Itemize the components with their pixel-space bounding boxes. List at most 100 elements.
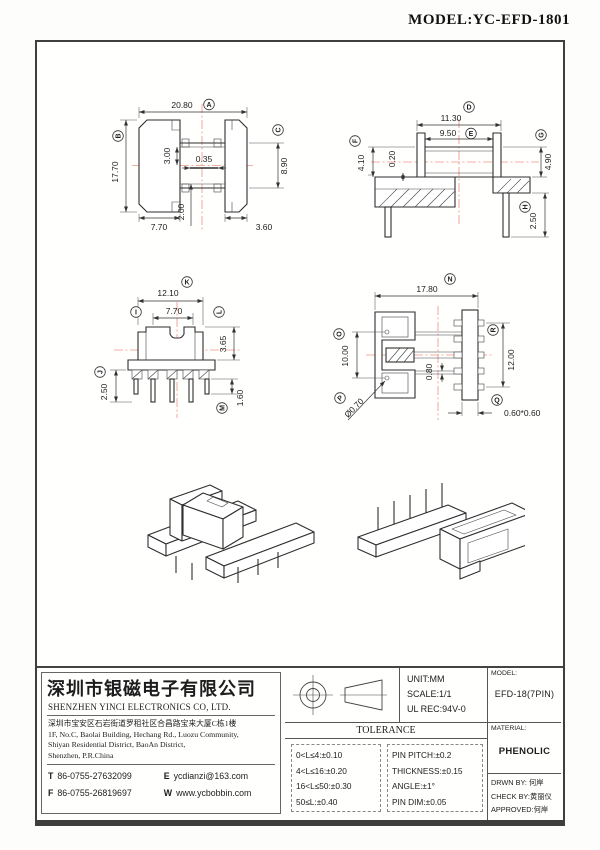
tol-row: 16<L≤50:±0.30	[296, 781, 352, 791]
svg-text:I: I	[135, 310, 137, 317]
ref-g: G	[535, 129, 547, 141]
dim-text: 0.20	[387, 150, 397, 167]
material-label: MATERIAL:	[491, 725, 527, 732]
drwn-label: DRWN BY:	[491, 778, 527, 787]
approved-label: APPROVED:	[491, 805, 534, 814]
tol-row: 4<L≤16:±0.20	[296, 765, 347, 776]
dim-body-height: 4.90 G	[503, 129, 553, 178]
dim-text: 20.80	[171, 100, 193, 110]
iso2-body	[357, 483, 525, 580]
approved-value: 何岸	[533, 805, 549, 814]
unit-text: UNIT:MM	[407, 674, 445, 684]
dim-text: 3.00	[162, 147, 172, 164]
signature-cell: DRWN BY: 何岸 CHECK BY:黄丽仪 APPROVED:何岸	[487, 773, 561, 820]
web-label: W	[163, 788, 173, 798]
ref-p: P	[334, 392, 346, 404]
dim-text: 7.70	[166, 306, 183, 316]
address-en-1: 1F, No.C, Baolai Building, Hechang Rd., …	[48, 729, 239, 739]
address-en-2: Shiyan Residential District, BaoAn Distr…	[48, 740, 186, 749]
dim-overall-width: 20.80 A	[138, 98, 248, 118]
svg-text:G: G	[539, 132, 546, 138]
dim-text: 9.50	[440, 128, 457, 138]
email-value: ycdianzi@163.com	[173, 771, 249, 781]
svg-text:J: J	[98, 370, 105, 374]
dim-flange-left: 7.70	[138, 214, 181, 232]
tol-row: THICKNESS:±0.15	[392, 765, 463, 776]
svg-text:M: M	[220, 405, 227, 411]
dim-height: 4.10 F	[349, 135, 415, 177]
svg-text:F: F	[353, 138, 360, 143]
svg-text:O: O	[337, 331, 344, 337]
dim-text: 17.70	[110, 161, 120, 183]
side-view-drawing: 11.30 D 9.50 E 4.10 F	[349, 101, 553, 238]
ref-k: K	[181, 276, 193, 288]
check-value: 黄丽仪	[529, 791, 552, 801]
dim-text: 1.60	[235, 389, 245, 406]
unit-scale-cell: UNIT:MM SCALE:1/1 UL REC:94V-0	[399, 668, 487, 722]
end-view-drawing: 17.80 N 10.00 O 12.00 R	[333, 273, 541, 421]
dim-text: 2.50	[528, 212, 538, 229]
drawing-sheet-frame: 20.80 A 17.70 B 8.90 C	[35, 40, 565, 826]
dim-length: 17.80 N	[374, 273, 479, 310]
dim-text: 2.50	[99, 383, 109, 400]
svg-text:R: R	[491, 327, 498, 332]
svg-text:N: N	[447, 277, 452, 284]
svg-text:C: C	[276, 127, 283, 132]
company-address: 深圳市宝安区石岩街道罗租社区合昌路宝来大厦C栋1楼 1F, No.C, Baol…	[47, 716, 275, 765]
dim-text: 10.00	[340, 345, 350, 367]
dim-text: 12.00	[506, 349, 516, 371]
dim-height: 3.65 L	[205, 306, 240, 361]
projection-symbol-cell	[285, 668, 399, 722]
isometric-view-1	[147, 484, 315, 583]
front-view-outline	[127, 326, 216, 403]
ref-i: I	[130, 306, 142, 318]
svg-text:E: E	[469, 131, 474, 138]
fax-value: 86-0755-26819697	[57, 788, 132, 798]
tel-value: 86-0755-27632099	[57, 771, 132, 781]
address-cn: 深圳市宝安区石岩街道罗租社区合昌路宝来大厦C栋1楼	[48, 719, 237, 728]
ul-rec-text: UL REC:94V-0	[407, 704, 466, 714]
approved-row: APPROVED:何岸	[491, 803, 561, 817]
end-view-outline	[374, 309, 485, 401]
check-label: CHECK BY:	[491, 791, 530, 801]
dim-text: 7.70	[151, 222, 168, 232]
dim-hole-pitch: 10.00 O	[333, 328, 385, 379]
svg-text:L: L	[217, 309, 224, 314]
iso1-body	[147, 484, 315, 583]
drwn-row: DRWN BY: 何岸	[491, 776, 561, 790]
top-view-outline	[138, 119, 248, 213]
scale-text: SCALE:1/1	[407, 689, 452, 699]
dim-text: 12.10	[157, 288, 179, 298]
ref-r: R	[487, 324, 499, 336]
ref-n: N	[444, 273, 456, 285]
tol-row: 50≤L:±0.40	[296, 796, 338, 807]
dim-width: 11.30 D	[416, 101, 502, 131]
svg-text:Q: Q	[494, 398, 500, 405]
ref-b: B	[112, 130, 124, 142]
tol-row: PIN DIM:±0.05	[392, 796, 447, 807]
model-label: MODEL:	[491, 670, 518, 677]
material-label-cell: MATERIAL:	[487, 722, 561, 739]
ref-d: D	[463, 101, 475, 113]
dim-text: 8.90	[279, 157, 289, 174]
ref-q: Q	[491, 394, 503, 406]
svg-text:D: D	[466, 105, 471, 112]
top-view-drawing: 20.80 A 17.70 B 8.90 C	[110, 98, 289, 232]
dim-window-height: 8.90 C	[249, 124, 289, 189]
ref-c: C	[272, 124, 284, 136]
web-value: www.ycbobbin.com	[176, 788, 252, 798]
tol-row: 0<L≤4:±0.10	[296, 750, 343, 760]
dim-pin-row: 12.00 R	[486, 322, 516, 388]
isometric-view-2	[357, 483, 525, 580]
dim-pin-length: 2.50 H	[511, 192, 549, 238]
company-box: 深圳市银磁电子有限公司 SHENZHEN YINCI ELECTRONICS C…	[41, 672, 281, 814]
dim-text: 3.60	[256, 222, 273, 232]
dim-pin-section: Q 0.60*0.60	[448, 394, 541, 418]
page-title: MODEL:YC-EFD-1801	[408, 12, 570, 28]
material-value: PHENOLIC	[498, 746, 551, 757]
